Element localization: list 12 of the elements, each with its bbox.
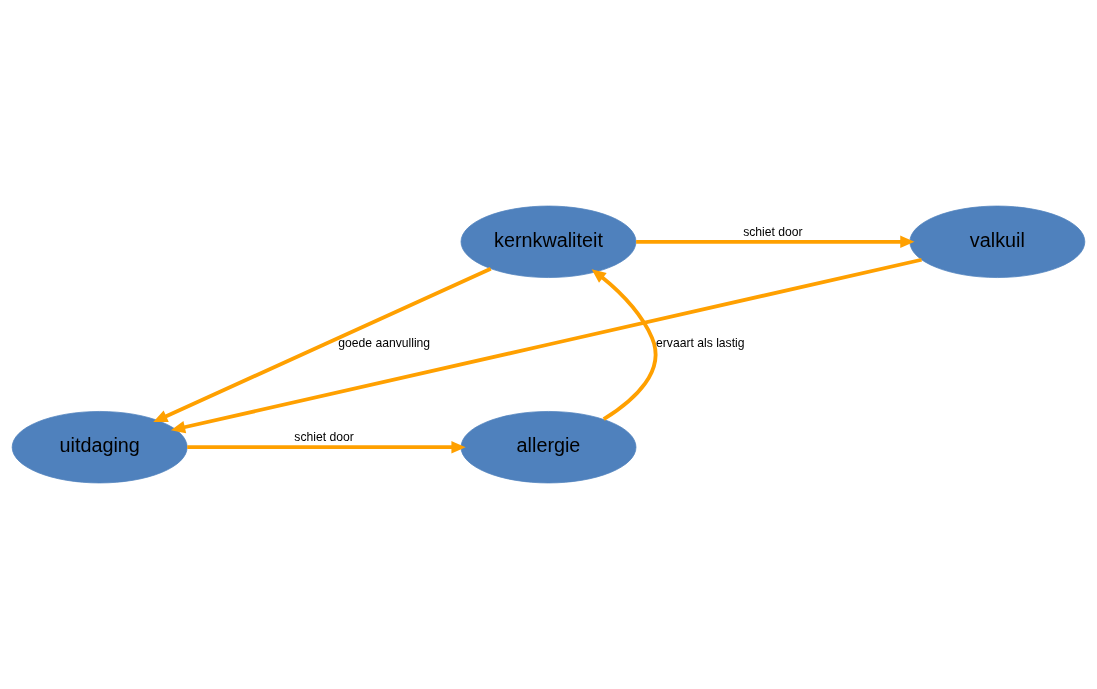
edge-label: goede aanvulling: [338, 336, 431, 351]
node-ellipse: valkuil: [909, 205, 1086, 278]
edge-label: schiet door: [294, 429, 354, 444]
node-ellipse: allergie: [460, 411, 637, 484]
node-ellipse: kernkwaliteit: [460, 205, 637, 278]
arrow: [153, 267, 492, 423]
arrow: [170, 257, 922, 434]
arrow: [591, 269, 658, 421]
arrow: [187, 440, 466, 454]
edge-label: schiet door: [743, 224, 803, 239]
edge-label: ervaart als lastig: [656, 336, 745, 351]
arrow: [636, 235, 915, 249]
